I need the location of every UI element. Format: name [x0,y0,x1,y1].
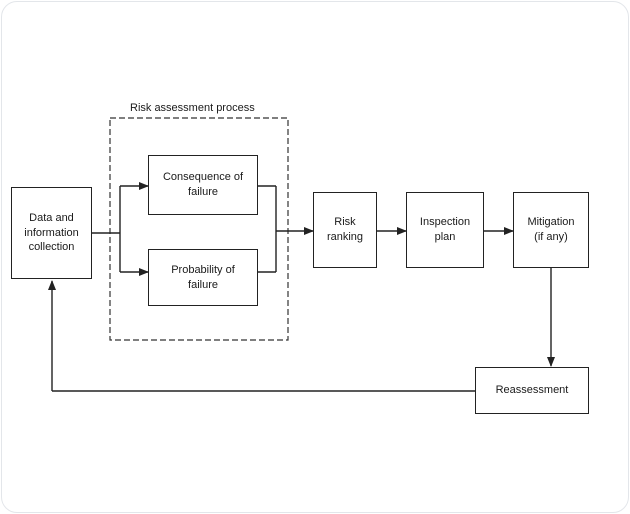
node-probability-of-failure: Probability of failure [148,249,258,306]
node-mitigation: Mitigation (if any) [513,192,589,268]
risk-assessment-group-boundary [109,117,289,341]
node-inspection-plan: Inspection plan [406,192,484,268]
node-consequence-of-failure: Consequence of failure [148,155,258,215]
node-reassessment: Reassessment [475,367,589,414]
risk-assessment-group-label: Risk assessment process [128,102,257,114]
node-risk-ranking: Risk ranking [313,192,377,268]
node-data-collection: Data and information collection [11,187,92,279]
